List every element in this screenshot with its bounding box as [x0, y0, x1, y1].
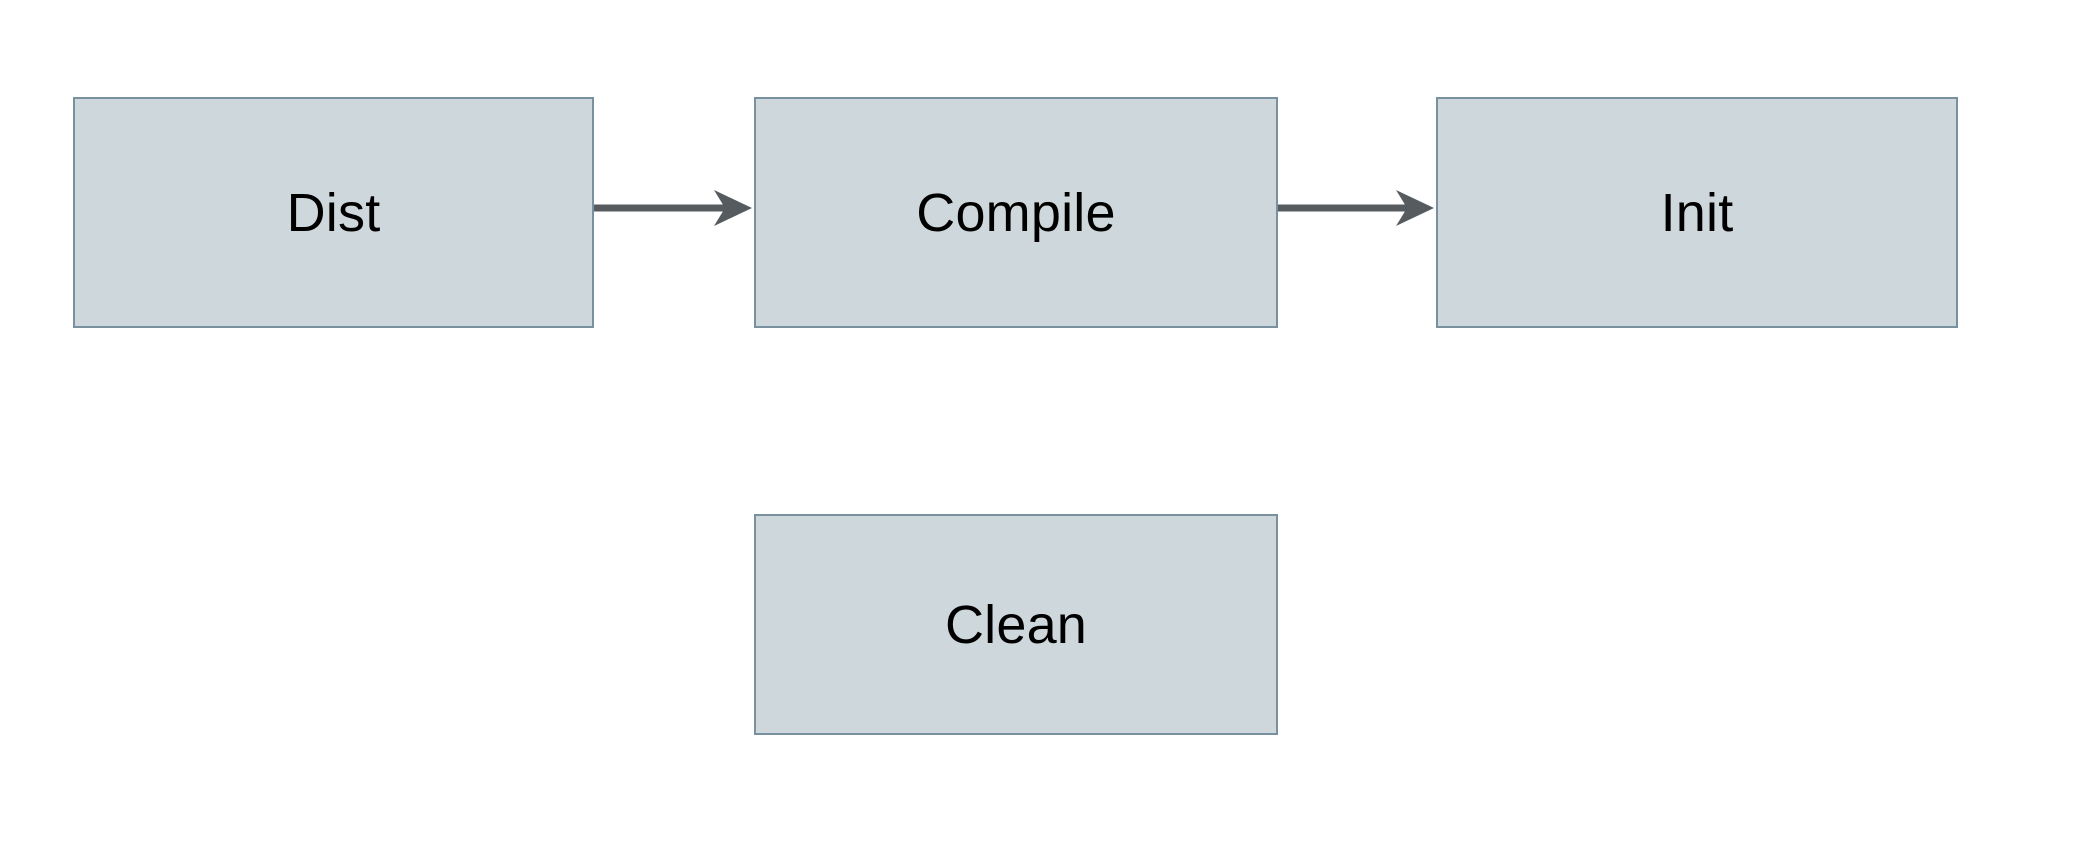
node-compile[interactable]: Compile [754, 97, 1278, 328]
arrowhead-icon [1396, 190, 1434, 226]
node-clean-label: Clean [944, 594, 1088, 655]
node-dist[interactable]: Dist [73, 97, 594, 328]
node-init-label: Init [1660, 182, 1734, 243]
node-dist-label: Dist [286, 182, 381, 243]
node-init[interactable]: Init [1436, 97, 1958, 328]
node-compile-label: Compile [916, 182, 1116, 243]
node-clean[interactable]: Clean [754, 514, 1278, 735]
edge-compile-to-init[interactable] [1278, 180, 1436, 236]
arrowhead-icon [714, 190, 752, 226]
edge-dist-to-compile[interactable] [594, 180, 754, 236]
